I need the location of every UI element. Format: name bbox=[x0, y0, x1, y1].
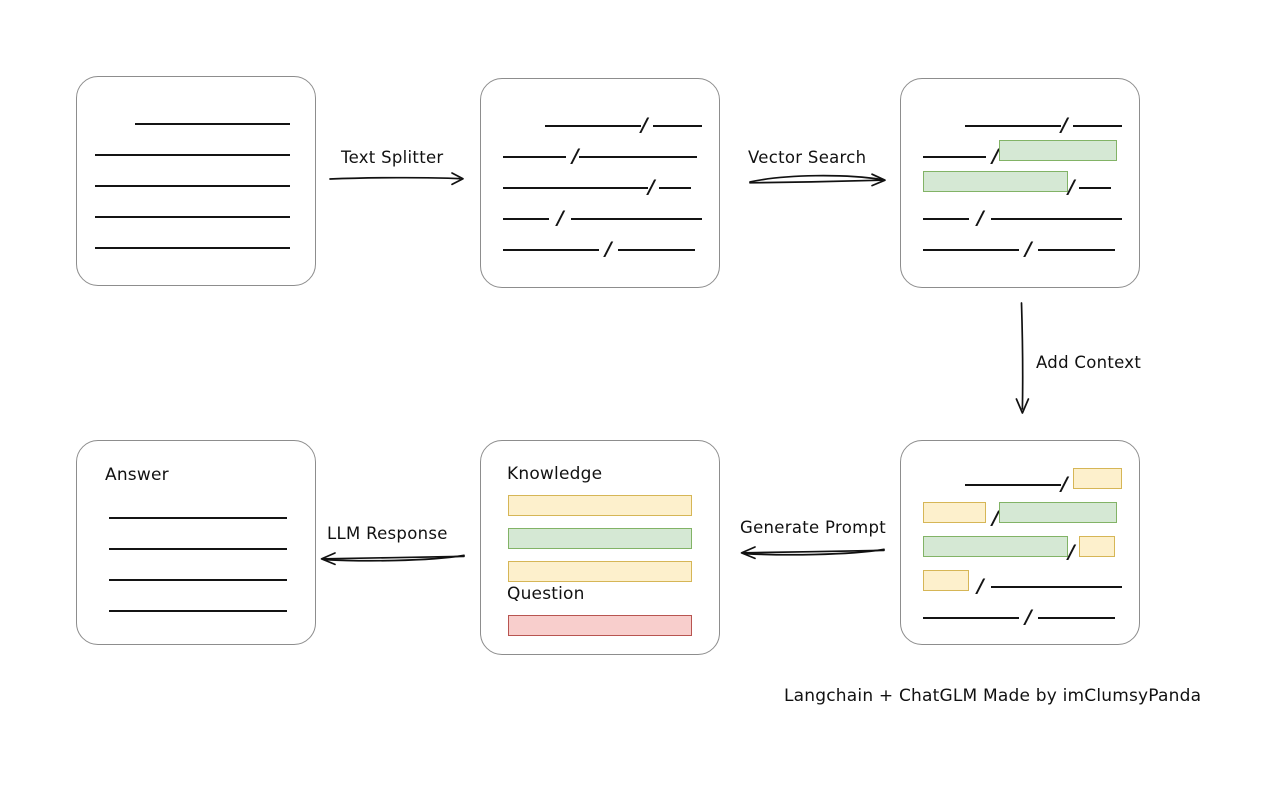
text-segment bbox=[990, 586, 1122, 588]
text-segment bbox=[109, 579, 287, 581]
text-segment bbox=[109, 548, 287, 550]
text-segment bbox=[503, 187, 648, 189]
split-document-card[interactable]: / / / / / bbox=[480, 78, 720, 288]
text-segment bbox=[109, 610, 287, 612]
context-document-card[interactable]: / / / / / bbox=[900, 440, 1140, 645]
prompt-card-body: Knowledge Question bbox=[481, 441, 719, 654]
text-segment bbox=[923, 617, 1019, 619]
text-segment bbox=[95, 216, 290, 218]
edge-label-add-context: Add Context bbox=[1036, 353, 1142, 372]
text-segment bbox=[95, 154, 290, 156]
matched-chunk-highlight bbox=[998, 140, 1117, 161]
knowledge-bar bbox=[508, 495, 692, 516]
matched-chunk-highlight bbox=[998, 502, 1117, 523]
source-document-lines bbox=[77, 77, 315, 285]
context-chunk-highlight bbox=[923, 502, 986, 523]
knowledge-label: Knowledge bbox=[507, 464, 603, 484]
text-segment bbox=[617, 249, 695, 251]
matched-chunk-highlight bbox=[923, 536, 1068, 557]
diagram-caption: Langchain + ChatGLM Made by imClumsyPand… bbox=[784, 686, 1202, 706]
edge-label-generate-prompt: Generate Prompt bbox=[740, 518, 886, 537]
context-document-lines: / / / / / bbox=[901, 441, 1139, 644]
text-segment bbox=[965, 125, 1061, 127]
arrow-text-splitter bbox=[329, 172, 464, 186]
text-segment bbox=[95, 247, 290, 249]
text-segment bbox=[570, 218, 702, 220]
matched-document-card[interactable]: / / / / / bbox=[900, 78, 1140, 288]
text-segment bbox=[923, 156, 986, 158]
answer-card-body: Answer bbox=[77, 441, 315, 644]
question-label: Question bbox=[507, 584, 585, 604]
answer-card[interactable]: Answer bbox=[76, 440, 316, 645]
text-segment bbox=[1078, 187, 1111, 189]
text-segment bbox=[923, 249, 1019, 251]
arrow-vector-search bbox=[749, 173, 886, 187]
text-segment bbox=[652, 125, 702, 127]
context-chunk-highlight bbox=[1072, 468, 1122, 489]
question-bar bbox=[508, 615, 692, 636]
text-segment bbox=[503, 218, 549, 220]
text-segment bbox=[1037, 249, 1115, 251]
text-segment bbox=[578, 156, 697, 158]
text-segment bbox=[95, 185, 290, 187]
source-document-card[interactable] bbox=[76, 76, 316, 286]
split-document-lines: / / / / / bbox=[481, 79, 719, 287]
context-chunk-highlight bbox=[923, 570, 969, 591]
text-segment bbox=[923, 218, 969, 220]
edge-label-llm-response: LLM Response bbox=[327, 524, 448, 543]
text-segment bbox=[1072, 125, 1122, 127]
text-segment bbox=[545, 125, 641, 127]
arrow-llm-response bbox=[320, 552, 465, 566]
arrow-add-context bbox=[1015, 302, 1030, 414]
answer-label: Answer bbox=[105, 465, 169, 485]
text-segment bbox=[658, 187, 691, 189]
edge-label-text-splitter: Text Splitter bbox=[341, 148, 444, 167]
text-segment bbox=[109, 517, 287, 519]
arrow-generate-prompt bbox=[740, 546, 885, 560]
text-segment bbox=[1037, 617, 1115, 619]
text-segment bbox=[135, 123, 290, 125]
prompt-card[interactable]: Knowledge Question bbox=[480, 440, 720, 655]
text-segment bbox=[503, 156, 566, 158]
knowledge-bar bbox=[508, 561, 692, 582]
knowledge-bar bbox=[508, 528, 692, 549]
matched-chunk-highlight bbox=[923, 171, 1068, 192]
matched-document-lines: / / / / / bbox=[901, 79, 1139, 287]
text-segment bbox=[503, 249, 599, 251]
context-chunk-highlight bbox=[1078, 536, 1115, 557]
text-segment bbox=[965, 484, 1061, 486]
edge-label-vector-search: Vector Search bbox=[748, 148, 867, 167]
text-segment bbox=[990, 218, 1122, 220]
